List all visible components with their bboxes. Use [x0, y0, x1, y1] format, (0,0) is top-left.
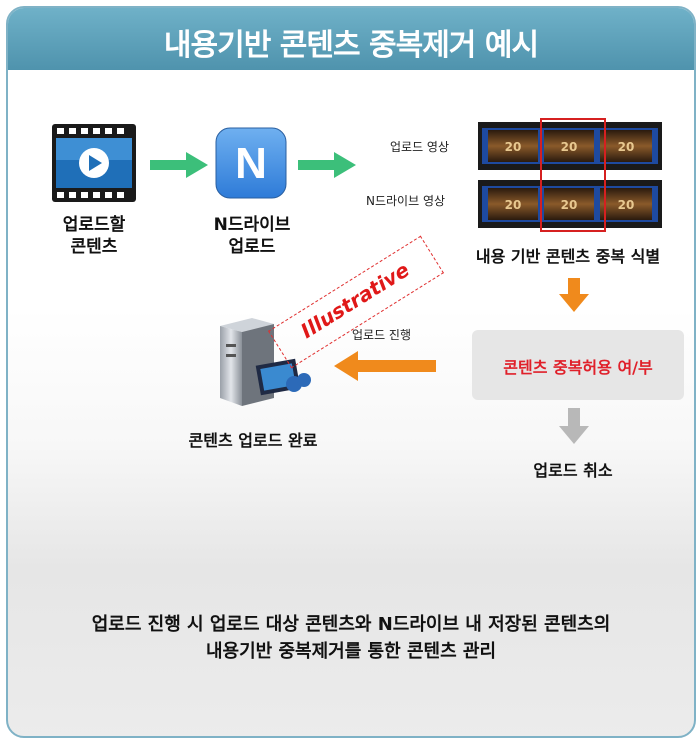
upload-content-label: 업로드할 콘텐츠	[38, 214, 150, 258]
caption-line1: 업로드 진행 시 업로드 대상 콘텐츠와 N드라이브 내 저장된 콘텐츠의	[91, 614, 611, 635]
cancel-label: 업로드 취소	[533, 461, 613, 480]
complete-label: 콘텐츠 업로드 완료	[188, 431, 318, 450]
film-label-upload: 업로드 영상	[390, 140, 450, 154]
film-strip-upload: 20 20 20	[478, 122, 662, 170]
green-arrow-2	[298, 152, 356, 178]
diagram-frame: 내용기반 콘텐츠 중복제거 예시 업로드할 콘텐츠 N N드라이브 업로드	[6, 6, 696, 738]
page-title: 내용기반 콘텐츠 중복제거 예시	[163, 28, 539, 63]
title-bar: 내용기반 콘텐츠 중복제거 예시	[8, 8, 694, 70]
ndrive-upload-label: N드라이브 업로드	[192, 214, 312, 258]
decision-label: 콘텐츠 중복허용 여/부	[503, 358, 653, 377]
svg-text:20: 20	[561, 140, 578, 154]
orange-arrow-left	[334, 351, 436, 381]
server-tower-icon	[220, 318, 311, 406]
caption: 업로드 진행 시 업로드 대상 콘텐츠와 N드라이브 내 저장된 콘텐츠의 내용…	[8, 611, 694, 665]
caption-line2: 내용기반 중복제거를 통한 콘텐츠 관리	[205, 641, 497, 662]
match-highlight-box	[540, 118, 606, 232]
n-app-icon: N	[215, 127, 287, 199]
svg-text:20: 20	[561, 198, 578, 212]
play-film-icon	[52, 124, 136, 202]
upload-content-line1: 업로드할	[62, 215, 126, 235]
film-strip-ndrive: 20 20 20	[478, 180, 662, 228]
ndrive-upload-line1: N드라이브	[213, 215, 291, 235]
identify-label: 내용 기반 콘텐츠 중복 식별	[475, 247, 661, 266]
film-strips: 20 20 20 20 20 20	[478, 118, 662, 232]
film-photo-overlay	[255, 358, 311, 396]
svg-text:20: 20	[618, 140, 635, 154]
ndrive-upload-line2: 업로드	[228, 237, 276, 257]
svg-text:20: 20	[505, 198, 522, 212]
upload-content-line2: 콘텐츠	[70, 237, 118, 257]
svg-text:20: 20	[618, 198, 635, 212]
film-label-ndrive: N드라이브 영상	[366, 194, 446, 208]
svg-text:20: 20	[505, 140, 522, 154]
proceed-label: 업로드 진행	[352, 328, 412, 342]
svg-text:N: N	[235, 139, 267, 188]
decision-box: 콘텐츠 중복허용 여/부	[472, 330, 684, 400]
green-arrow-1	[150, 152, 208, 178]
orange-arrow-down	[559, 278, 589, 312]
gray-arrow-down	[559, 408, 589, 444]
